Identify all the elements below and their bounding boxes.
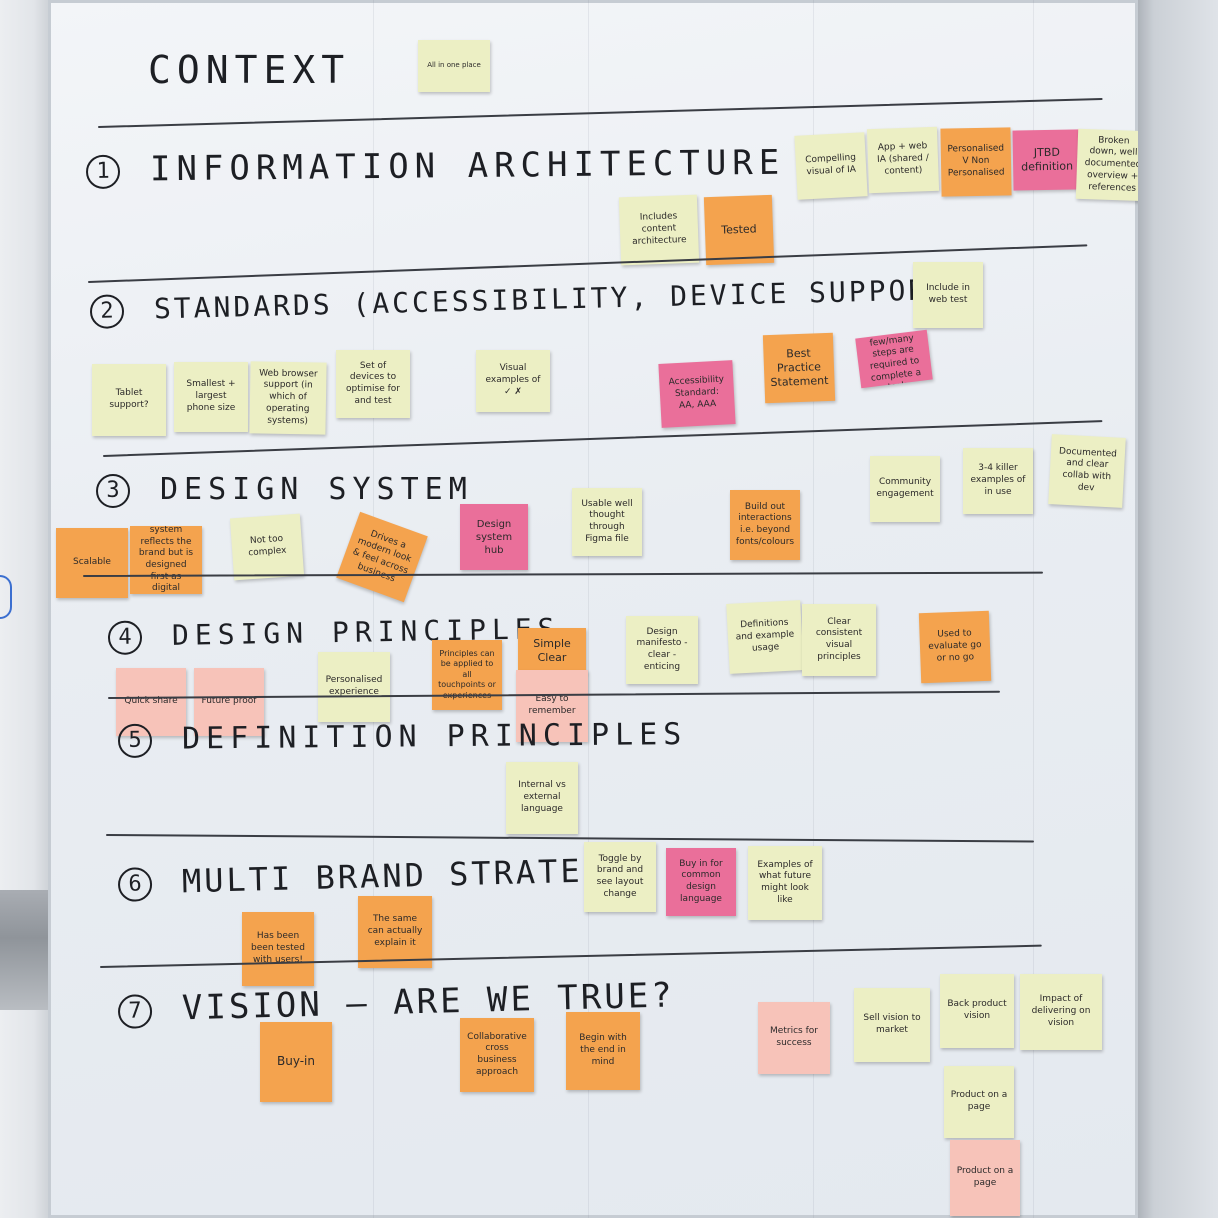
note-ds-10: Documented and clear collab with dev xyxy=(1048,434,1126,508)
note-mb-5: The same can actually explain it xyxy=(358,896,432,968)
note-ia-4: App + web IA (shared / content) xyxy=(866,126,940,194)
note-vision-6: Back product vision xyxy=(940,974,1014,1048)
note-standards-2: Smallest + largest phone size xyxy=(174,362,248,432)
note-context-1: All in one place xyxy=(418,40,490,92)
note-standards-7: Best Practice Statement xyxy=(762,332,836,404)
note-ds-9: 3-4 killer examples of in use xyxy=(963,448,1033,514)
section-number: 2 xyxy=(89,294,125,329)
grid-line xyxy=(588,0,589,1218)
wall-left xyxy=(0,0,48,1218)
note-dp-8: Definitions and example usage xyxy=(726,600,804,674)
section-number: 4 xyxy=(107,620,143,655)
note-dp-4: Principles can be applied to all touchpo… xyxy=(432,640,502,710)
note-dp-6: Easy to remember xyxy=(516,670,588,742)
note-ds-1: Scalable xyxy=(56,528,128,598)
note-ds-7: Build out interactions i.e. beyond fonts… xyxy=(730,490,800,560)
note-dp-2: Future proof xyxy=(194,668,264,736)
note-dp-1: Quick share xyxy=(116,668,186,736)
note-ia-2: Tested xyxy=(703,194,775,266)
divider-rule xyxy=(82,571,1043,577)
heading-context: CONTEXT xyxy=(148,48,351,92)
whiteboard: CONTEXT All in one place 1 INFORMATION AR… xyxy=(48,0,1138,1218)
note-standards-8: How few/many steps are required to compl… xyxy=(855,329,933,389)
note-dp-7: Design manifesto - clear - enticing xyxy=(626,616,698,684)
heading-multi-brand: 6 MULTI BRAND STRATEGY xyxy=(117,850,628,902)
heading-ia: 1 INFORMATION ARCHITECTURE xyxy=(85,142,786,190)
note-standards-1: Tablet support? xyxy=(92,364,166,436)
note-mb-1: Toggle by brand and see layout change xyxy=(584,842,656,912)
note-standards-6: Accessibility Standard: AA, AAA xyxy=(658,360,736,428)
grid-line xyxy=(1033,0,1034,1218)
divider-rule xyxy=(105,834,1034,843)
note-mb-3: Examples of what future might look like xyxy=(748,846,822,920)
note-ds-8: Community engagement xyxy=(870,456,940,522)
note-vision-7: Impact of delivering on vision xyxy=(1020,974,1102,1050)
note-mb-4: Has been been tested with users! xyxy=(242,912,314,986)
section-title: STANDARDS (ACCESSIBILITY, DEVICE SUPPORT… xyxy=(153,272,969,326)
note-ia-7: Broken down, well documented overview + … xyxy=(1075,128,1138,202)
section-title: DEFINITION PRINCIPLES xyxy=(181,717,688,757)
note-vision-9: Product on a page xyxy=(950,1140,1020,1216)
section-number: 7 xyxy=(117,993,153,1029)
section-title: INFORMATION ARCHITECTURE xyxy=(149,142,786,190)
note-standards-5: Visual examples of ✓ ✗ xyxy=(476,350,550,412)
note-standards-9: Include in web test xyxy=(913,262,983,328)
note-ds-3: Not too complex xyxy=(229,513,305,581)
grid-line xyxy=(373,0,374,1218)
section-number: 6 xyxy=(117,867,153,902)
divider-rule xyxy=(97,97,1103,128)
note-def-1: Internal vs external language xyxy=(506,762,578,834)
note-dp-9: Clear consistent visual principles xyxy=(802,604,876,676)
note-standards-4: Set of devices to optimise for and test xyxy=(336,350,410,418)
section-number: 1 xyxy=(85,154,121,189)
note-ds-2: Design system reflects the brand but is … xyxy=(130,526,202,594)
note-dp-10: Used to evaluate go or no go xyxy=(918,610,992,684)
note-vision-8: Product on a page xyxy=(944,1066,1014,1138)
note-ds-4: Drives a modern look & feel across busin… xyxy=(336,511,428,603)
window-frame xyxy=(0,890,48,1010)
note-vision-1: Buy-in xyxy=(260,1022,332,1102)
note-ia-5: Personalised V Non Personalised xyxy=(940,127,1012,197)
section-title: DESIGN SYSTEM xyxy=(160,472,473,507)
section-title: MULTI BRAND STRATEGY xyxy=(181,850,628,901)
heading-standards: 2 STANDARDS (ACCESSIBILITY, DEVICE SUPPOR… xyxy=(89,272,969,329)
note-dp-5: Simple Clear xyxy=(518,628,586,674)
note-vision-2: Collaborative cross business approach xyxy=(460,1018,534,1092)
note-mb-2: Buy in for common design language xyxy=(666,848,736,916)
note-vision-3: Begin with the end in mind xyxy=(566,1012,640,1090)
note-ia-1: Includes content architecture xyxy=(618,194,700,266)
note-vision-4: Metrics for success xyxy=(758,1002,830,1074)
note-ia-6: JTBD definition xyxy=(1012,129,1082,191)
blue-marker-mark xyxy=(0,575,12,619)
section-number: 5 xyxy=(117,723,153,758)
section-number: 3 xyxy=(96,473,130,508)
note-ds-6: Usable well thought through Figma file xyxy=(572,488,642,556)
note-ia-3: Compelling visual of IA xyxy=(794,132,868,200)
note-standards-3: Web browser support (in which of operati… xyxy=(249,361,327,435)
heading-design-system: 3 DESIGN SYSTEM xyxy=(96,472,473,508)
section-title: DESIGN PRINCIPLES xyxy=(171,612,561,652)
note-vision-5: Sell vision to market xyxy=(854,988,930,1062)
note-ds-5: Design system hub xyxy=(460,504,528,570)
wall-right xyxy=(1138,0,1218,1218)
note-dp-3: Personalised experience xyxy=(318,652,390,722)
heading-definition-principles: 5 DEFINITION PRINCIPLES xyxy=(117,717,688,758)
